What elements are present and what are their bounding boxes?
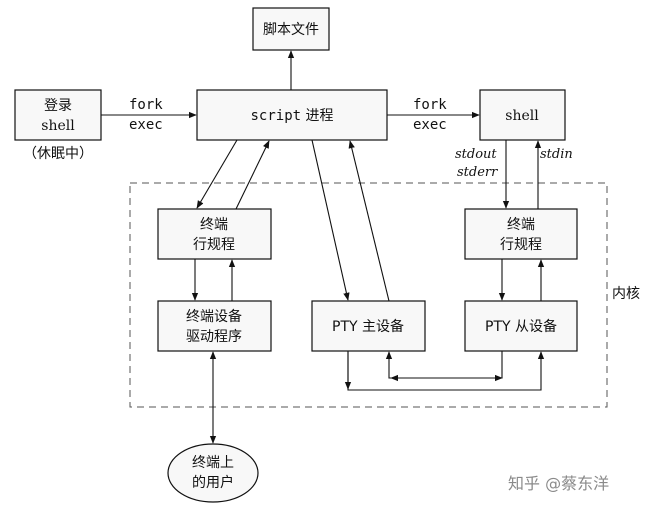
terminal-driver-node: 终端设备 驱动程序 <box>157 300 272 352</box>
stderr-label: stderr <box>457 165 498 180</box>
kernel-label: 内核 <box>612 286 640 302</box>
line-discipline-left-label-1: 终端 <box>200 217 228 233</box>
watermark: 知乎 @蔡东洋 <box>508 474 609 493</box>
stdin-label: stdin <box>540 147 573 162</box>
pty-slave-node: PTY 从设备 <box>464 300 578 352</box>
line-discipline-right-label-2: 行规程 <box>500 237 542 253</box>
script-process-suffix: 进程 <box>301 108 333 124</box>
line-discipline-left-node: 终端 行规程 <box>157 208 272 260</box>
fork-label-right: fork <box>413 97 447 113</box>
login-shell-label-2: shell <box>41 118 75 134</box>
script-process-node: script 进程 <box>196 89 388 141</box>
user-terminal-node: 终端上 的用户 <box>167 443 259 503</box>
script-file-label: 脚本文件 <box>263 22 319 38</box>
script-file-node: 脚本文件 <box>252 7 330 51</box>
line-discipline-right-label-1: 终端 <box>507 217 535 233</box>
arrow-pty-master-to-script <box>348 140 390 302</box>
login-shell-label-1: 登录 <box>44 98 72 114</box>
script-process-label: script 进程 <box>250 108 333 124</box>
terminal-driver-label-2: 驱动程序 <box>186 329 242 345</box>
pty-master-label: PTY 主设备 <box>332 318 404 335</box>
user-terminal-label-1: 终端上 <box>192 455 234 471</box>
arrow-script-to-ldisc <box>196 139 238 209</box>
shell-node: shell <box>479 89 566 141</box>
link-master-to-slave-lower <box>347 351 545 391</box>
user-terminal-label-2: 的用户 <box>192 474 234 491</box>
fork-label-left: fork <box>129 97 163 113</box>
login-shell-node: 登录 shell <box>14 89 102 141</box>
shell-label: shell <box>505 108 539 124</box>
kernel-boundary <box>129 182 608 408</box>
link-slave-to-master-upper <box>385 351 503 379</box>
stdout-label: stdout <box>455 147 497 162</box>
pty-slave-label: PTY 从设备 <box>485 318 557 335</box>
line-discipline-right-node: 终端 行规程 <box>464 208 578 260</box>
exec-label-left: exec <box>129 117 163 133</box>
pty-master-node: PTY 主设备 <box>311 300 426 352</box>
arrow-script-to-pty-master <box>311 139 350 301</box>
terminal-driver-label-1: 终端设备 <box>186 308 242 325</box>
line-discipline-left-label-2: 行规程 <box>193 237 235 253</box>
script-process-name: script <box>250 108 301 124</box>
exec-label-right: exec <box>413 117 447 133</box>
arrow-ldisc-to-script <box>235 140 270 210</box>
login-shell-sleeping-note: （休眠中） <box>23 146 93 162</box>
